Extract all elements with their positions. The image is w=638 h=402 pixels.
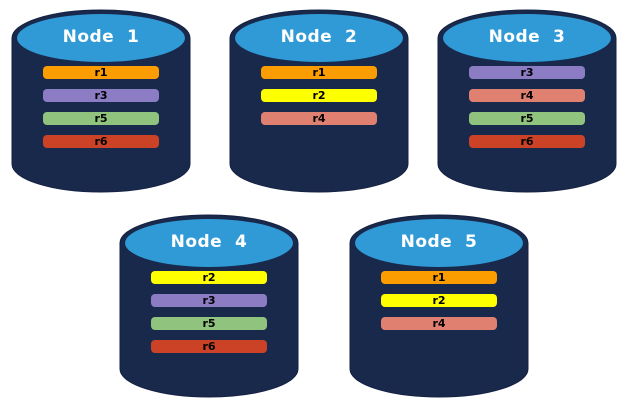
cylinder-top-ellipse bbox=[125, 219, 293, 267]
replica-bar-r4: r4 bbox=[381, 317, 497, 330]
replica-bar-r1: r1 bbox=[381, 271, 497, 284]
replica-bar-r3: r3 bbox=[43, 89, 159, 102]
replica-bar-r3: r3 bbox=[469, 66, 585, 79]
node-cylinder-4: Node 4 r2 r3 r5 r6 bbox=[119, 213, 299, 399]
replica-bar-r2: r2 bbox=[151, 271, 267, 284]
node-cylinder-3: Node 3 r3 r4 r5 r6 bbox=[437, 8, 617, 194]
cylinder-top-ellipse bbox=[17, 14, 185, 62]
replica-bar-r2: r2 bbox=[381, 294, 497, 307]
replica-bar-r4: r4 bbox=[261, 112, 377, 125]
replica-bar-r2: r2 bbox=[261, 89, 377, 102]
replica-list: r3 r4 r5 r6 bbox=[469, 66, 585, 158]
replica-bar-r5: r5 bbox=[43, 112, 159, 125]
node-title: Node 3 bbox=[488, 27, 566, 47]
node-title: Node 1 bbox=[62, 27, 140, 47]
replica-bar-r1: r1 bbox=[43, 66, 159, 79]
replica-bar-r4: r4 bbox=[469, 89, 585, 102]
cylinder-top-ellipse bbox=[355, 219, 523, 267]
replica-bar-r6: r6 bbox=[151, 340, 267, 353]
replica-bar-r6: r6 bbox=[43, 135, 159, 148]
replica-list: r1 r2 r4 bbox=[261, 66, 377, 135]
replica-list: r1 r3 r5 r6 bbox=[43, 66, 159, 158]
node-cylinder-5: Node 5 r1 r2 r4 bbox=[349, 213, 529, 399]
node-title: Node 5 bbox=[400, 232, 478, 252]
replica-list: r2 r3 r5 r6 bbox=[151, 271, 267, 363]
replica-bar-r5: r5 bbox=[151, 317, 267, 330]
node-cylinder-1: Node 1 r1 r3 r5 r6 bbox=[11, 8, 191, 194]
replica-bar-r5: r5 bbox=[469, 112, 585, 125]
replica-list: r1 r2 r4 bbox=[381, 271, 497, 340]
replica-bar-r3: r3 bbox=[151, 294, 267, 307]
node-title: Node 4 bbox=[170, 232, 248, 252]
cylinder-top-ellipse bbox=[235, 14, 403, 62]
cylinder-top-ellipse bbox=[443, 14, 611, 62]
node-title: Node 2 bbox=[280, 27, 358, 47]
replica-bar-r6: r6 bbox=[469, 135, 585, 148]
replica-bar-r1: r1 bbox=[261, 66, 377, 79]
node-cylinder-2: Node 2 r1 r2 r4 bbox=[229, 8, 409, 194]
